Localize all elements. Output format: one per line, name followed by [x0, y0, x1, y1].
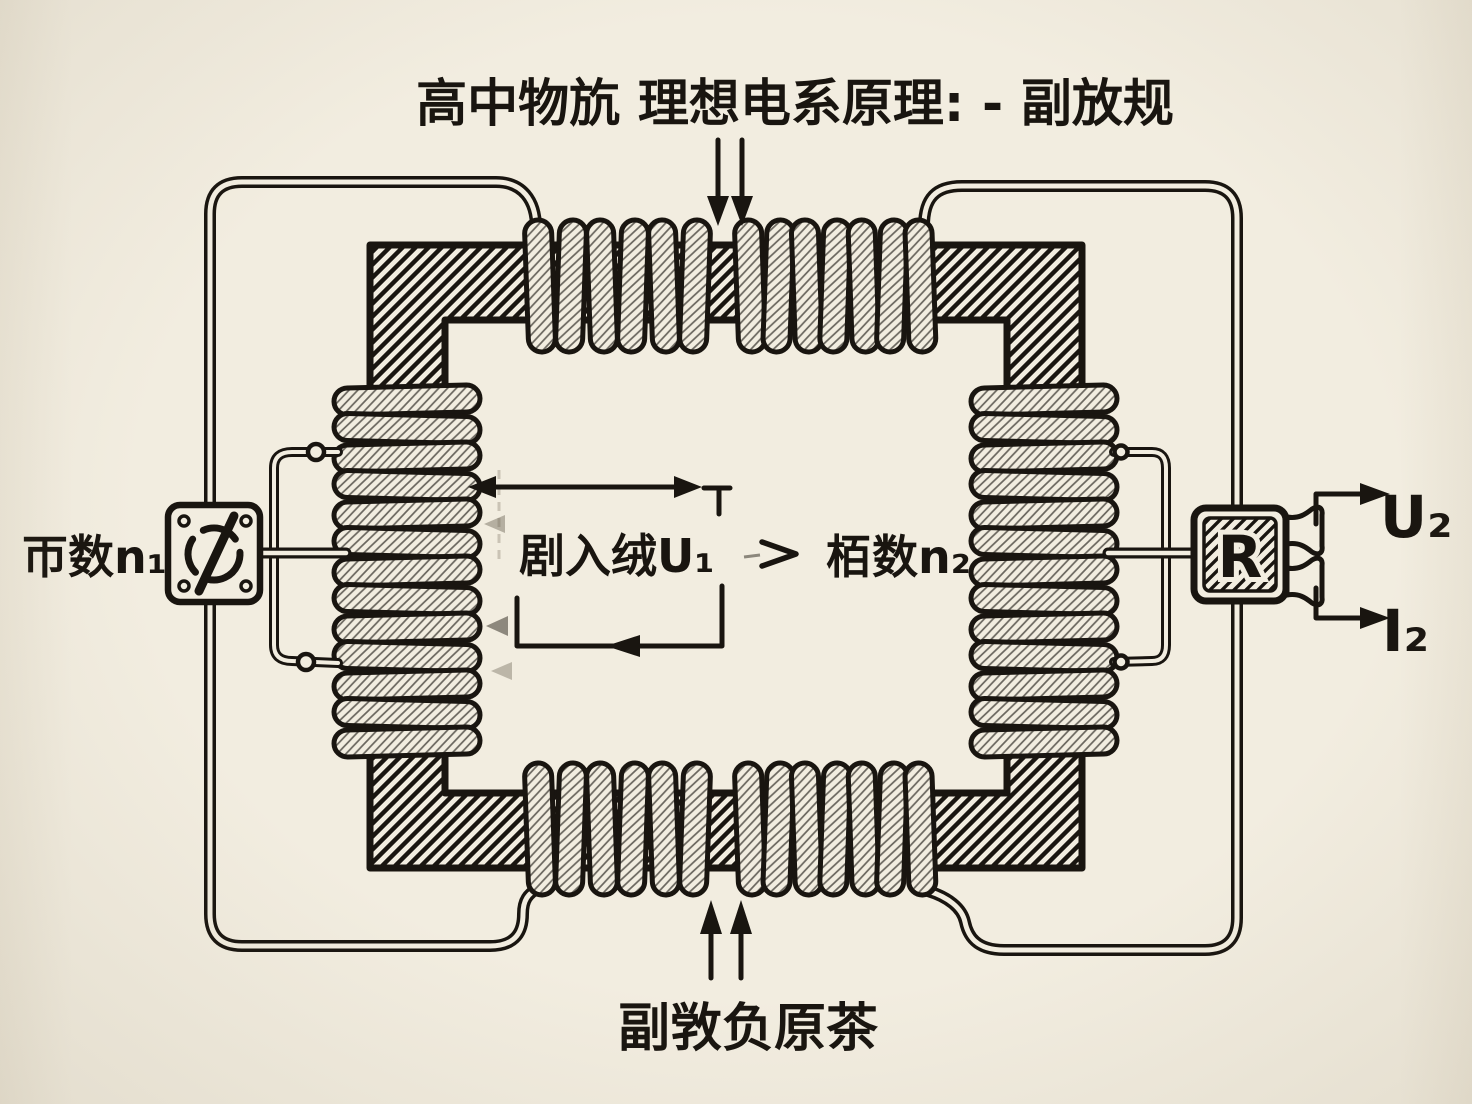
coil-turn: [677, 760, 713, 898]
coil-turn: [968, 525, 1120, 560]
diagram-title: 高中物斻 理想电系原理: - 副放规: [416, 75, 1174, 134]
coil-turn: [968, 496, 1120, 532]
primary-turns-label: 帀数n₁: [22, 530, 167, 584]
resistor-box: R: [1190, 504, 1290, 605]
output-voltage-label: U₂: [1380, 483, 1453, 551]
coil-turn: [584, 217, 620, 355]
resistor-terminals: [1284, 504, 1325, 608]
coil-turn: [615, 217, 651, 355]
down-arrow-icon: [707, 196, 729, 226]
wire-knob: [305, 441, 327, 463]
right-arrow-icon: [674, 476, 702, 498]
coil-turn: [677, 217, 713, 355]
iron-core: [366, 241, 1086, 872]
pencil-sketch-marks: [484, 470, 512, 680]
voltage-measure-arrows: [468, 476, 733, 657]
coil-turn: [646, 217, 682, 355]
right-arrow-icon: [1360, 483, 1390, 505]
coil-turn: [331, 439, 483, 475]
secondary-turns-label: 栢数n₂: [826, 530, 971, 584]
coil-turn: [968, 639, 1120, 674]
terminal-icon: [1284, 504, 1325, 557]
coil-turn: [968, 439, 1120, 475]
coil-turn: [968, 382, 1120, 418]
coil-turn: [331, 382, 483, 418]
coil-turn: [646, 760, 682, 898]
up-arrow-icon: [730, 900, 752, 934]
bottom-coil: [522, 760, 939, 898]
secondary-circuit-wire: [918, 180, 1243, 956]
coil-turn: [968, 582, 1120, 617]
coil-turn: [331, 667, 483, 703]
caption-pointer-arrows: [700, 900, 752, 981]
coil-turn: [968, 696, 1120, 731]
coil-turn: [968, 553, 1120, 589]
input-voltage-label: 剧入绒U₁: [519, 529, 715, 583]
coil-turn: [331, 496, 483, 532]
coil-turn: [331, 639, 483, 674]
down-arrow-icon: [731, 196, 753, 226]
title-pointer-arrows: [707, 137, 753, 226]
up-arrow-icon: [700, 900, 722, 934]
coil-turn: [553, 760, 589, 898]
left-arrow-icon: [606, 635, 640, 657]
coil-turn: [331, 411, 483, 446]
right-coil: [968, 382, 1120, 760]
coil-turn: [968, 411, 1120, 446]
coil-turn: [584, 760, 620, 898]
coil-turn: [331, 525, 483, 560]
left-arrow-icon: [468, 476, 496, 498]
coil-turn: [968, 667, 1120, 703]
bottom-caption-label: 副敩负原茶: [618, 999, 879, 1059]
coil-turn: [522, 760, 558, 898]
coil-turn: [331, 582, 483, 617]
chevron-pointer-icon: [743, 539, 799, 569]
coil-turn: [331, 696, 483, 731]
output-voltage-lead: [1313, 483, 1390, 527]
resistor-label: R: [1218, 523, 1263, 591]
output-current-label: I₂: [1382, 597, 1429, 665]
coil-turn: [553, 217, 589, 355]
right-arrow-icon: [1360, 607, 1390, 629]
output-current-lead: [1313, 585, 1390, 629]
primary-circuit-wire: [204, 176, 544, 952]
coil-turn: [331, 468, 483, 503]
wire-knob: [1112, 653, 1130, 671]
ac-source-box: [164, 501, 264, 606]
coil-turn: [968, 468, 1120, 503]
coil-turn: [902, 760, 939, 898]
terminal-icon: [1284, 555, 1325, 608]
top-coil: [522, 217, 939, 355]
coil-turn: [331, 610, 483, 646]
wire-knob: [1112, 443, 1130, 461]
coil-turn: [902, 217, 939, 355]
coil-turn: [522, 217, 558, 355]
coil-turn: [331, 553, 483, 589]
left-coil: [331, 382, 483, 760]
screw-icon: [239, 514, 253, 528]
coil-turn: [615, 760, 651, 898]
coil-turn: [968, 724, 1120, 760]
wire-knob: [295, 651, 317, 673]
coil-turn: [968, 610, 1120, 646]
screw-icon: [177, 579, 191, 593]
screw-icon: [177, 514, 191, 528]
ac-source-icon: [184, 511, 244, 596]
screw-icon: [239, 579, 253, 593]
coil-turn: [331, 724, 483, 760]
